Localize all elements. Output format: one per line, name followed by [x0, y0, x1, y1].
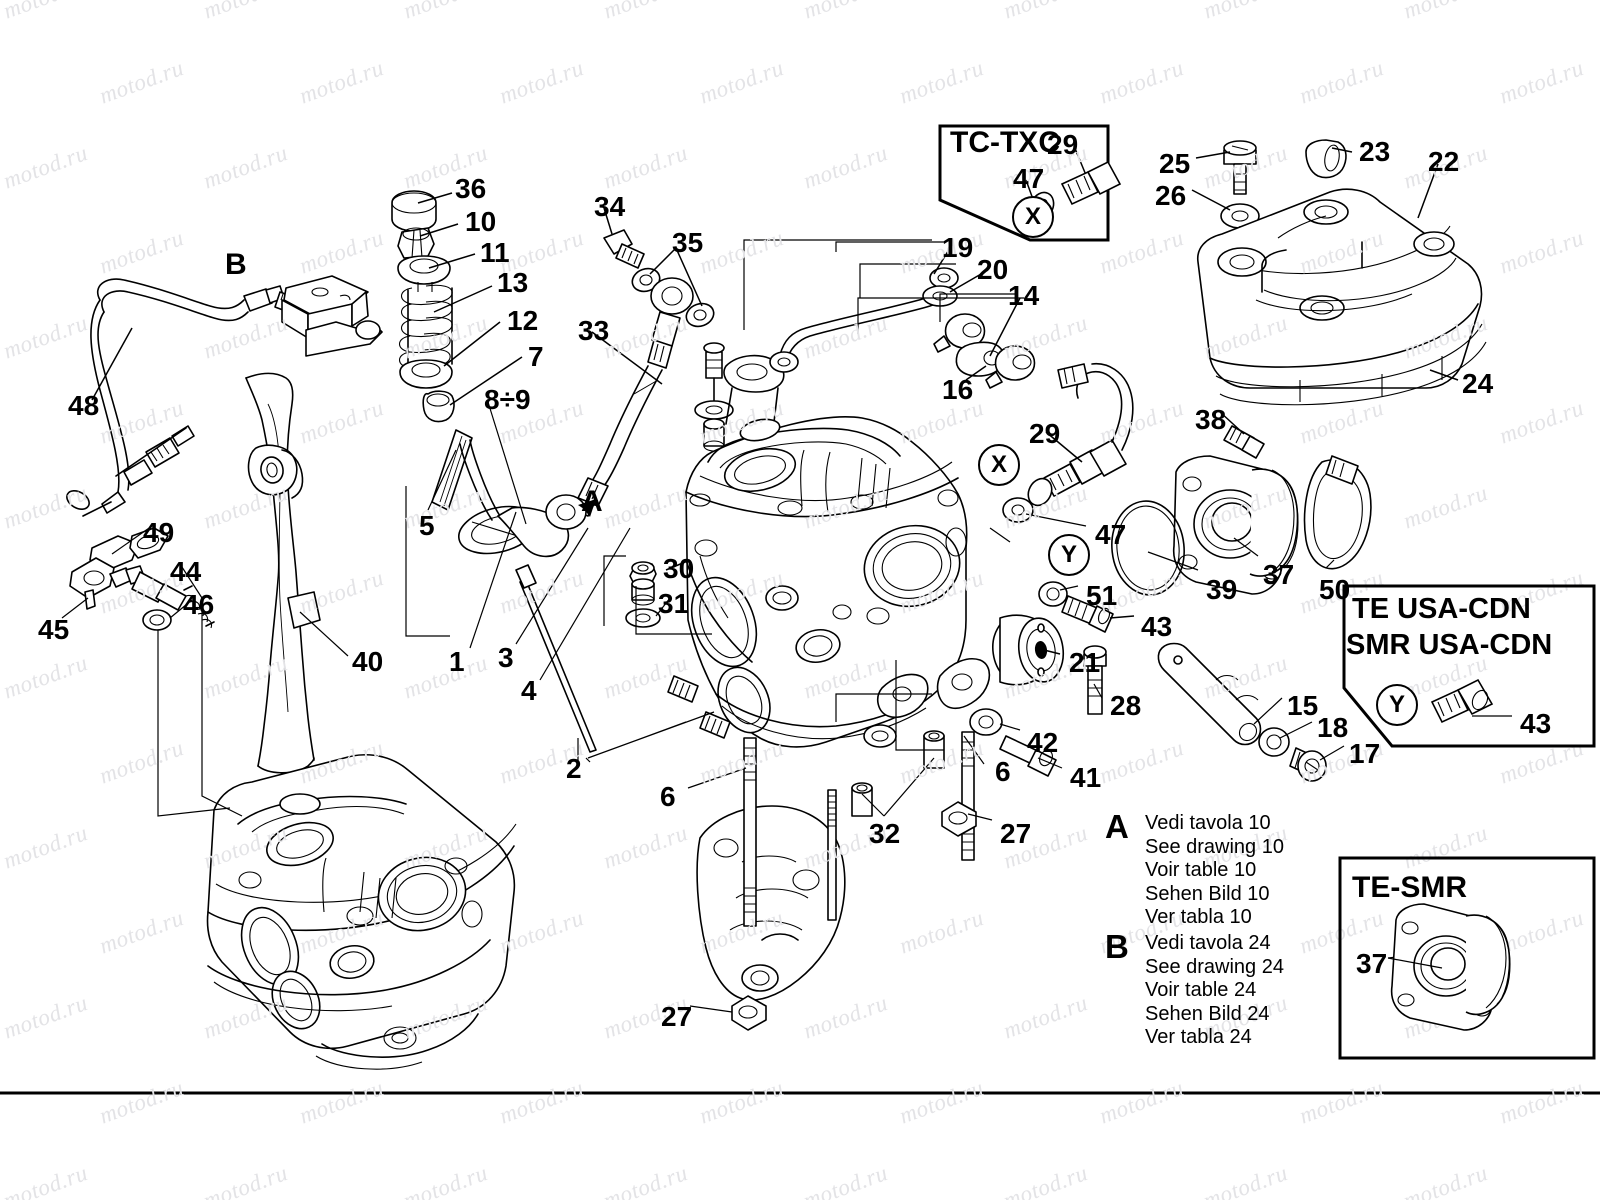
callout-number-41: 41	[1070, 762, 1102, 793]
circle-marker-y-mid: Y	[1048, 534, 1090, 576]
clips-14-16	[933, 313, 1036, 389]
legend-b-line-de: Sehen Bild 24	[1145, 1002, 1270, 1025]
circle-marker-x-mid: X	[978, 444, 1020, 486]
callout-number-50: 50	[1319, 574, 1351, 605]
callout-number-29: 29	[1047, 129, 1079, 160]
callout-number-36: 36	[455, 173, 487, 204]
reference-legend-a-key: A	[1105, 808, 1129, 845]
leader-lines	[61, 145, 1512, 1013]
callout-number-18: 18	[1317, 712, 1349, 743]
callout-number-35: 35	[672, 227, 704, 258]
callout-number-17: 17	[1349, 738, 1381, 769]
callout-number-22: 22	[1428, 146, 1460, 177]
callout-number-27: 27	[661, 1001, 693, 1032]
callout-number-12: 12	[507, 305, 539, 336]
callout-number-15: 15	[1287, 690, 1319, 721]
bracket-B	[281, 275, 383, 357]
sensor-29	[1002, 363, 1134, 523]
callout-number-43: 43	[1141, 611, 1173, 642]
flag-letter-b: B	[225, 248, 247, 281]
variant-label-te-usa-cdn-2: SMR USA-CDN	[1346, 629, 1553, 661]
callout-number-44: 44	[170, 556, 202, 587]
callout-number-49: 49	[143, 517, 175, 548]
callout-number-47: 47	[1013, 163, 1045, 194]
callout-number-4: 4	[521, 675, 537, 706]
legend-a-line-en: See drawing 10	[1145, 835, 1284, 858]
legend-b-line-it: Vedi tavola 24	[1145, 932, 1271, 954]
callout-number-28: 28	[1110, 690, 1142, 721]
callout-number-43: 43	[1520, 708, 1552, 739]
callout-number-33: 33	[578, 315, 610, 346]
callout-number-8÷9: 8÷9	[484, 384, 531, 415]
legend-b-line-es: Ver tabla 24	[1145, 1026, 1252, 1048]
callout-number-37: 37	[1263, 559, 1295, 590]
cam-guide-parts	[625, 342, 785, 628]
callout-number-31: 31	[658, 588, 690, 619]
callout-number-42: 42	[1027, 727, 1059, 758]
variant-label-te-smr: TE-SMR	[1352, 871, 1467, 904]
callout-number-21: 21	[1069, 647, 1101, 678]
oil-pipe-19	[769, 267, 1036, 389]
variant-label-te-usa-cdn-1: TE USA-CDN	[1352, 593, 1531, 625]
callout-number-6: 6	[995, 756, 1011, 787]
legend-a-line-es: Ver tabla 10	[1145, 906, 1252, 928]
callout-number-27: 27	[1000, 818, 1032, 849]
callout-number-51: 51	[1086, 580, 1118, 611]
callout-number-37: 37	[1356, 948, 1388, 979]
te-usa-cdn-box	[1342, 584, 1596, 748]
callout-number-48: 48	[68, 390, 100, 421]
callout-number-10: 10	[465, 206, 497, 237]
legend-a-line-de: Sehen Bild 10	[1145, 882, 1270, 905]
te-smr-box	[1338, 856, 1596, 1060]
callout-number-46: 46	[183, 589, 215, 620]
variant-label-tc-txc: TC-TXC	[950, 126, 1060, 159]
reference-legend-b-lines: Vedi tavola 24 See drawing 24 Voir table…	[1145, 932, 1284, 1050]
flag-letter-a: A	[581, 485, 603, 518]
callout-number-6: 6	[660, 781, 676, 812]
circle-marker-y-legend: Y	[1376, 684, 1418, 726]
cam-cover-22	[1197, 139, 1487, 406]
callout-number-26: 26	[1155, 180, 1187, 211]
circle-marker-x-top: X	[1012, 196, 1054, 238]
tc-txc-box	[938, 124, 1110, 242]
callout-number-30: 30	[663, 553, 695, 584]
callout-number-32: 32	[869, 818, 901, 849]
callout-number-40: 40	[352, 646, 384, 677]
callout-number-45: 45	[38, 614, 70, 645]
callout-number-47: 47	[1095, 519, 1127, 550]
callout-number-20: 20	[977, 254, 1009, 285]
oil-line-33	[545, 229, 715, 530]
legend-a-line-it: Vedi tavola 10	[1145, 812, 1271, 834]
callout-number-14: 14	[1008, 280, 1040, 311]
callout-number-24: 24	[1462, 368, 1494, 399]
callout-number-2: 2	[566, 753, 582, 784]
callout-number-34: 34	[594, 191, 626, 222]
crankcase-lower-left	[206, 754, 517, 1070]
callout-number-13: 13	[497, 267, 529, 298]
callout-number-25: 25	[1159, 148, 1191, 179]
reference-legend-a-lines: Vedi tavola 10 See drawing 10 Voir table…	[1145, 812, 1284, 930]
legend-b-line-fr: Voir table 24	[1145, 979, 1257, 1001]
callout-number-11: 11	[480, 237, 510, 268]
callout-number-38: 38	[1195, 404, 1227, 435]
callout-number-3: 3	[498, 642, 514, 673]
callout-number-16: 16	[942, 374, 974, 405]
intake-flange-37	[1111, 425, 1372, 596]
cable-adjuster-cluster	[69, 527, 215, 631]
chain-guide-40	[245, 372, 321, 774]
callout-number-5: 5	[419, 510, 435, 541]
callout-number-23: 23	[1359, 136, 1391, 167]
callout-number-7: 7	[528, 341, 544, 372]
legend-a-line-fr: Voir table 10	[1145, 859, 1257, 881]
callout-number-29: 29	[1029, 418, 1061, 449]
callout-number-1: 1	[449, 646, 465, 677]
callout-number-39: 39	[1206, 574, 1238, 605]
legend-b-line-en: See drawing 24	[1145, 955, 1284, 978]
reference-legend-b-key: B	[1105, 928, 1129, 965]
callout-number-19: 19	[942, 232, 974, 263]
studs-and-fasteners	[667, 581, 1327, 1031]
